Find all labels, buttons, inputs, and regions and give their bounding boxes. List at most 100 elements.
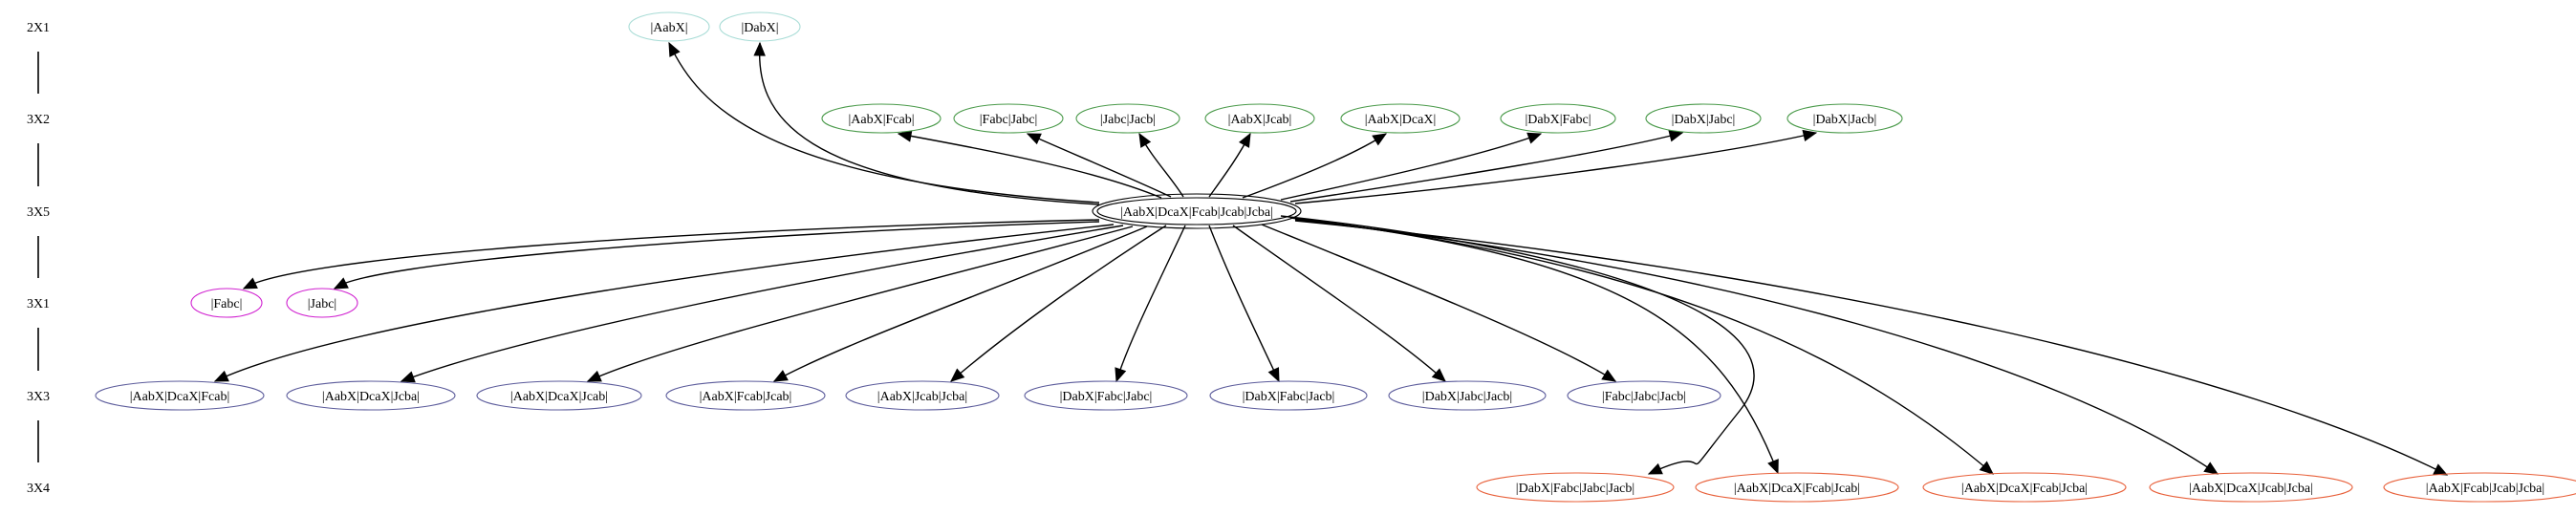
node-ellipse — [1695, 472, 1899, 503]
rank-label-2x1: 2X1 — [27, 21, 50, 35]
node-n-2x1-1[interactable]: |AabX| — [628, 11, 710, 42]
node-n-3x3-8[interactable]: |DabX|Jabc|Jacb| — [1388, 380, 1547, 411]
edge-root-to-n_3x1_1 — [243, 219, 1100, 290]
edge-root-to-n_3x2_8 — [1294, 132, 1817, 204]
edge-root-to-n_3x3_1 — [214, 224, 1115, 382]
node-label: |AabX| — [650, 21, 687, 35]
edge-root-to-n_3x3_4-arrowhead — [772, 370, 789, 382]
rank-label-3x1: 3X1 — [27, 297, 50, 311]
node-ellipse — [1075, 103, 1180, 134]
node-n-3x2-4[interactable]: |AabX|Jcab| — [1204, 103, 1315, 134]
node-n-3x2-1[interactable]: |AabX|Fcab| — [821, 103, 942, 134]
node-ellipse — [1204, 103, 1315, 134]
node-label: |DabX|Fabc| — [1525, 113, 1591, 127]
edge-root-to-n_3x1_2 — [334, 221, 1100, 290]
node-ellipse — [1922, 472, 2127, 503]
node-n-3x3-6[interactable]: |DabX|Fabc|Jabc| — [1024, 380, 1188, 411]
edge-root-to-n_3x2_5 — [1242, 133, 1387, 199]
node-root[interactable]: |AabX|DcaX|Fcab|Jcab|Jcba| — [1092, 193, 1302, 229]
node-n-3x2-8[interactable]: |DabX|Jacb| — [1786, 103, 1903, 134]
rank-label-3x5: 3X5 — [27, 205, 50, 220]
edge-root-to-n_3x2_8-arrowhead — [1802, 129, 1818, 142]
node-ellipse — [1500, 103, 1616, 134]
node-n-3x3-4[interactable]: |AabX|Fcab|Jcab| — [665, 380, 826, 411]
node-label: |AabX|Jcab| — [1228, 113, 1292, 127]
node-n-3x2-7[interactable]: |DabX|Jabc| — [1645, 103, 1762, 134]
edge-root-to-n_3x2_2-arrowhead — [1026, 133, 1042, 145]
node-layer: |AabX|DcaX|Fcab|Jcab|Jcba| |AabX| |DabX| |A… — [95, 11, 2576, 503]
node-n-2x1-2[interactable]: |DabX| — [719, 11, 801, 42]
edge-root-to-n_3x4_3-arrowhead — [1979, 461, 1994, 475]
edge-root-to-n_2x1_1 — [668, 42, 1100, 204]
node-ellipse — [1209, 380, 1368, 411]
edge-root-to-n_3x2_5-arrowhead — [1372, 133, 1388, 146]
edge-root-to-n_3x4_4-arrowhead — [2203, 461, 2219, 475]
node-label: |AabX|DcaX|Fcab|Jcab| — [1734, 482, 1860, 496]
node-n-3x3-7[interactable]: |DabX|Fabc|Jacb| — [1209, 380, 1368, 411]
edge-root-to-n_3x2_7 — [1289, 132, 1683, 203]
edge-root-to-n_3x3_9-arrowhead — [1601, 369, 1617, 382]
edge-root-to-n_3x3_2 — [400, 225, 1124, 382]
node-ellipse — [1388, 380, 1547, 411]
node-n-3x2-3[interactable]: |Jabc|Jacb| — [1075, 103, 1180, 134]
edge-root-to-n_3x3_3 — [587, 225, 1134, 382]
rank-label-3x4: 3X4 — [27, 482, 50, 496]
edge-root-to-n_3x4_2-arrowhead — [1767, 459, 1779, 475]
node-n-3x4-1[interactable]: |DabX|Fabc|Jabc|Jacb| — [1476, 472, 1675, 503]
node-ellipse — [845, 380, 1000, 411]
node-n-3x2-2[interactable]: |Fabc|Jabc| — [953, 103, 1064, 134]
node-n-3x4-2[interactable]: |AabX|DcaX|Fcab|Jcab| — [1695, 472, 1899, 503]
node-label: |DabX|Jabc|Jacb| — [1422, 390, 1512, 404]
edge-root-to-n_3x3_2-arrowhead — [400, 371, 416, 383]
node-n-3x4-4[interactable]: |AabX|DcaX|Jcab|Jcba| — [2149, 472, 2353, 503]
edge-layer — [213, 41, 2449, 476]
node-ellipse — [1340, 103, 1461, 134]
node-ellipse — [1645, 103, 1762, 134]
node-label: |AabX|DcaX|Jcba| — [322, 390, 420, 404]
node-ellipse — [1786, 103, 1903, 134]
node-n-3x3-9[interactable]: |Fabc|Jabc|Jacb| — [1567, 380, 1721, 411]
node-label: |AabX|DcaX| — [1365, 113, 1437, 127]
edge-root-to-n_3x4_5-arrowhead — [2433, 463, 2449, 476]
node-ellipse — [665, 380, 826, 411]
edge-root-to-n_3x2_1 — [898, 133, 1162, 199]
edge-root-to-n_3x3_5-arrowhead — [950, 368, 965, 382]
rank-label-3x3: 3X3 — [27, 390, 50, 404]
node-n-3x2-5[interactable]: |AabX|DcaX| — [1340, 103, 1461, 134]
node-label: |Jabc|Jacb| — [1100, 113, 1156, 127]
node-ellipse — [1024, 380, 1188, 411]
node-n-3x1-2[interactable]: |Jabc| — [286, 288, 358, 318]
node-ellipse — [953, 103, 1064, 134]
edge-root-to-n_3x2_4-arrowhead — [1239, 132, 1251, 148]
node-n-3x1-1[interactable]: |Fabc| — [190, 288, 263, 318]
node-label: |DabX| — [741, 21, 778, 35]
node-n-3x4-3[interactable]: |AabX|DcaX|Fcab|Jcba| — [1922, 472, 2127, 503]
node-n-3x3-2[interactable]: |AabX|DcaX|Jcba| — [286, 380, 456, 411]
node-n-3x3-1[interactable]: |AabX|DcaX|Fcab| — [95, 380, 265, 411]
edge-root-to-n_3x1_1-arrowhead — [242, 277, 258, 290]
node-n-3x3-5[interactable]: |AabX|Jcab|Jcba| — [845, 380, 1000, 411]
node-label: |AabX|DcaX|Jcab| — [510, 390, 608, 404]
edge-root-to-n_3x3_7-arrowhead — [1267, 367, 1280, 383]
node-ellipse — [719, 11, 801, 42]
node-label: |Fabc|Jabc|Jacb| — [1602, 390, 1686, 404]
node-label: |DabX|Jacb| — [1813, 113, 1877, 127]
node-n-3x4-5[interactable]: |AabX|Fcab|Jcab|Jcba| — [2383, 472, 2576, 503]
node-label: |AabX|DcaX|Fcab|Jcba| — [1961, 482, 2088, 496]
node-label: |AabX|Jcab|Jcba| — [877, 390, 967, 404]
node-n-3x2-6[interactable]: |DabX|Fabc| — [1500, 103, 1616, 134]
node-ellipse — [1567, 380, 1721, 411]
node-ellipse — [286, 288, 358, 318]
edge-root-to-n_2x1_1-arrowhead — [668, 41, 681, 57]
edge-root-to-n_3x4_1 — [1280, 215, 1755, 475]
node-label: |AabX|Fcab|Jcab| — [700, 390, 792, 404]
node-label: |DabX|Fabc|Jabc| — [1060, 390, 1153, 404]
node-label: |AabX|Fcab|Jcab|Jcba| — [2426, 482, 2544, 496]
edge-root-to-n_3x2_1-arrowhead — [897, 130, 913, 142]
edge-root-to-n_3x4_1-arrowhead — [1647, 462, 1663, 475]
edge-root-to-n_3x2_6 — [1280, 133, 1542, 201]
node-ellipse — [286, 380, 456, 411]
node-n-3x3-3[interactable]: |AabX|DcaX|Jcab| — [476, 380, 642, 411]
